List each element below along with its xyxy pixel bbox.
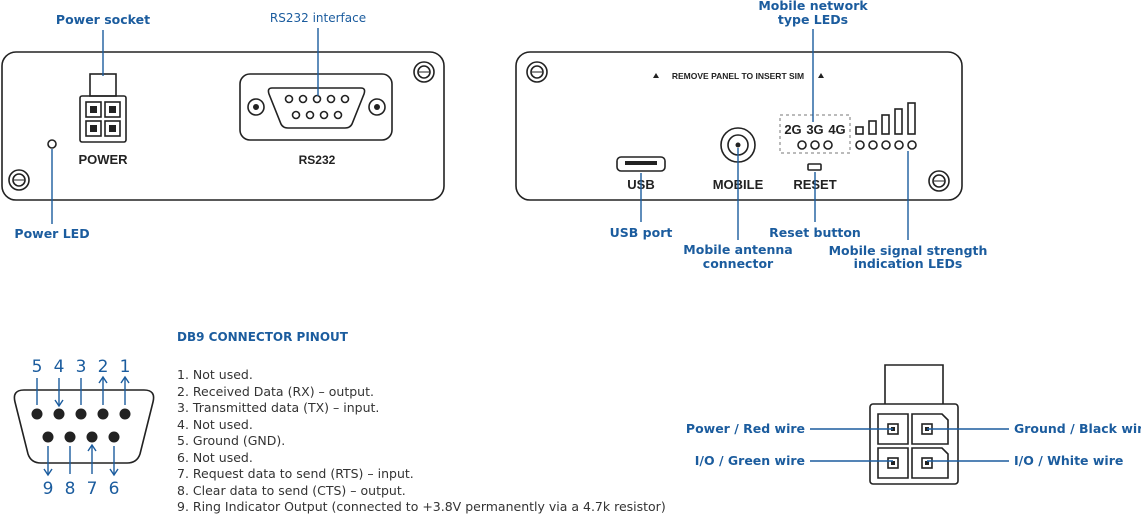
callout-antenna-line2: connector (703, 256, 774, 271)
screw-icon (928, 170, 950, 192)
pinout-item: 7. Request data to send (RTS) – input. (177, 466, 414, 481)
rs232-connector-icon (239, 73, 393, 141)
db9-title: DB9 CONNECTOR PINOUT (177, 330, 349, 344)
callout-reset-button: Reset button (769, 225, 861, 240)
pin-arrows-top (36, 375, 130, 408)
pin-number: 5 (32, 357, 43, 377)
reset-button (807, 163, 822, 171)
callout-network-type-line2: type LEDs (778, 12, 848, 27)
arrow-up-icon (653, 73, 659, 78)
pin-number: 4 (54, 357, 65, 377)
power-connector-icon (869, 364, 959, 485)
led-3g (810, 140, 820, 150)
power-label: POWER (78, 152, 128, 167)
callout-power-led: Power LED (14, 226, 89, 241)
callout-network-type-line1: Mobile network (758, 0, 868, 13)
remove-panel-label: REMOVE PANEL TO INSERT SIM (672, 71, 804, 81)
callout-usb-port: USB port (610, 225, 673, 240)
pin-number: 6 (109, 479, 120, 499)
pinout-item: 4. Not used. (177, 417, 253, 432)
pinout-item: 8. Clear data to send (CTS) – output. (177, 483, 406, 498)
led-4g (823, 140, 833, 150)
signal-led (868, 140, 878, 150)
power-led (47, 139, 57, 149)
db9-connector-icon (13, 389, 155, 464)
pin-number: 7 (87, 479, 98, 499)
callout-signal-line1: Mobile signal strength (829, 243, 988, 258)
pin-number: 3 (76, 357, 87, 377)
rs232-label: RS232 (299, 153, 336, 167)
signal-led (855, 140, 865, 150)
pin-number: 2 (98, 357, 109, 377)
power-connector-section: Power / Red wire I/O / Green wire Ground… (686, 364, 1141, 485)
power-socket-icon (79, 73, 127, 143)
signal-led (881, 140, 891, 150)
pin-number: 1 (120, 357, 131, 377)
pinout-item: 2. Received Data (RX) – output. (177, 384, 374, 399)
wire-io-white: I/O / White wire (1014, 453, 1123, 468)
pin-arrows-bottom (43, 443, 119, 477)
db9-pinout-section: DB9 CONNECTOR PINOUT 5 4 3 2 1 (13, 330, 666, 514)
wire-io-green: I/O / Green wire (695, 453, 805, 468)
front-panel-left: POWER RS232 Power socket RS232 interface… (1, 11, 445, 241)
net-2g-label: 2G (784, 122, 801, 137)
screw-icon (526, 61, 548, 83)
signal-led (907, 140, 917, 150)
signal-led (894, 140, 904, 150)
right-panel-outline (515, 51, 963, 201)
pinout-item: 6. Not used. (177, 450, 253, 465)
pinout-item: 9. Ring Indicator Output (connected to +… (177, 499, 666, 514)
led-2g (797, 140, 807, 150)
pin-number: 9 (43, 479, 54, 499)
arrow-up-icon (818, 73, 824, 78)
pinout-item: 1. Not used. (177, 367, 253, 382)
usb-port-icon (616, 156, 666, 172)
left-panel-outline (1, 51, 445, 201)
pinout-item: 3. Transmitted data (TX) – input. (177, 400, 379, 415)
screw-icon (8, 169, 30, 191)
callout-antenna-line1: Mobile antenna (683, 242, 792, 257)
pin-number: 8 (65, 479, 76, 499)
wire-power-red: Power / Red wire (686, 421, 805, 436)
net-4g-label: 4G (828, 122, 845, 137)
signal-bars-icon (855, 102, 916, 135)
net-3g-label: 3G (806, 122, 823, 137)
wire-ground-black: Ground / Black wire (1014, 421, 1141, 436)
callout-power-socket: Power socket (56, 12, 150, 27)
front-panel-right: REMOVE PANEL TO INSERT SIM USB MOBILE 2G… (515, 0, 988, 271)
callout-rs232-interface: RS232 interface (270, 11, 366, 25)
pinout-item: 5. Ground (GND). (177, 433, 285, 448)
callout-signal-line2: indication LEDs (854, 256, 963, 271)
screw-icon (413, 61, 435, 83)
